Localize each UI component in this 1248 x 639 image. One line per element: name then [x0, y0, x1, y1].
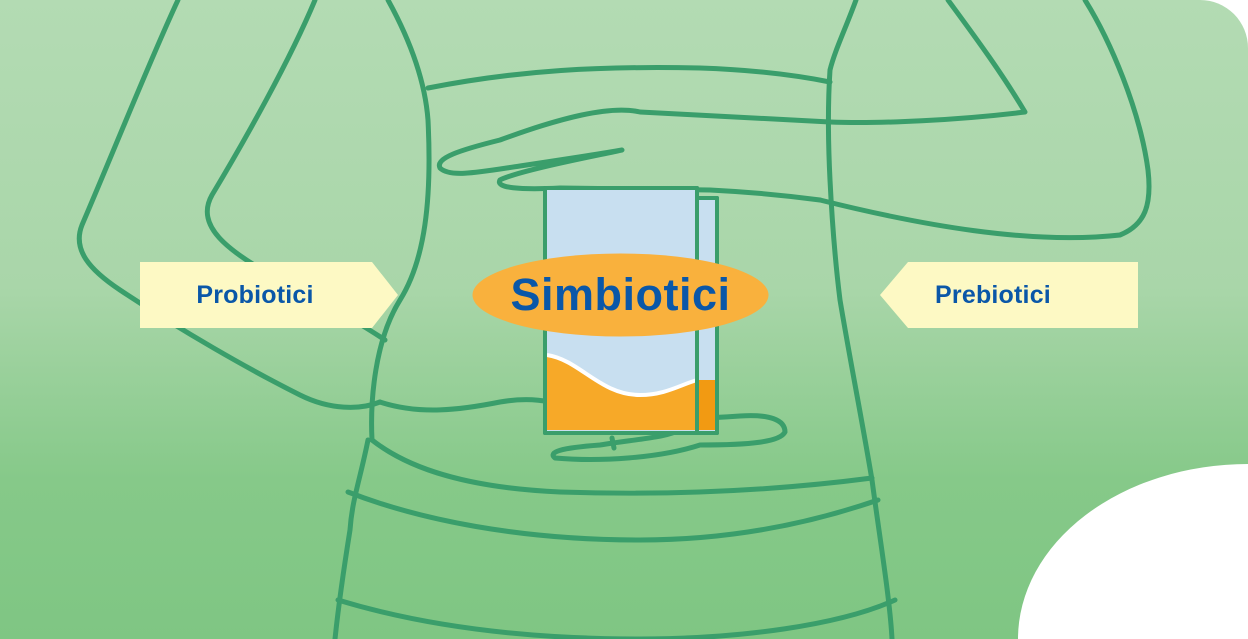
prebiotici-label: Prebiotici: [878, 262, 1138, 328]
hip-line: [345, 489, 881, 543]
simbiotici-text: Simbiotici: [510, 269, 731, 320]
lower-hip-line: [335, 597, 898, 639]
right-arm-outer: [817, 0, 1152, 241]
oval-shape: [472, 253, 769, 337]
left-arm-outline: [76, 0, 383, 410]
right-arm-upper: [827, 0, 1028, 125]
torso-left-side: [369, 0, 432, 443]
prebiotici-text: Prebiotici: [935, 280, 1051, 309]
simbiotici-oval: Simbiotici: [472, 253, 769, 337]
bottom-hand: [377, 397, 788, 462]
top-hand: [436, 107, 833, 203]
belly-line: [369, 437, 875, 496]
torso-right-side: [826, 0, 895, 639]
label-arrow-left: [880, 262, 1138, 328]
probiotici-text: Probiotici: [196, 280, 314, 309]
label-arrow-right: [140, 262, 398, 328]
probiotici-label: Probiotici: [140, 262, 398, 328]
upper-body-line: [425, 65, 833, 91]
finger-line: [609, 435, 617, 451]
torso-left-lower: [332, 437, 371, 639]
